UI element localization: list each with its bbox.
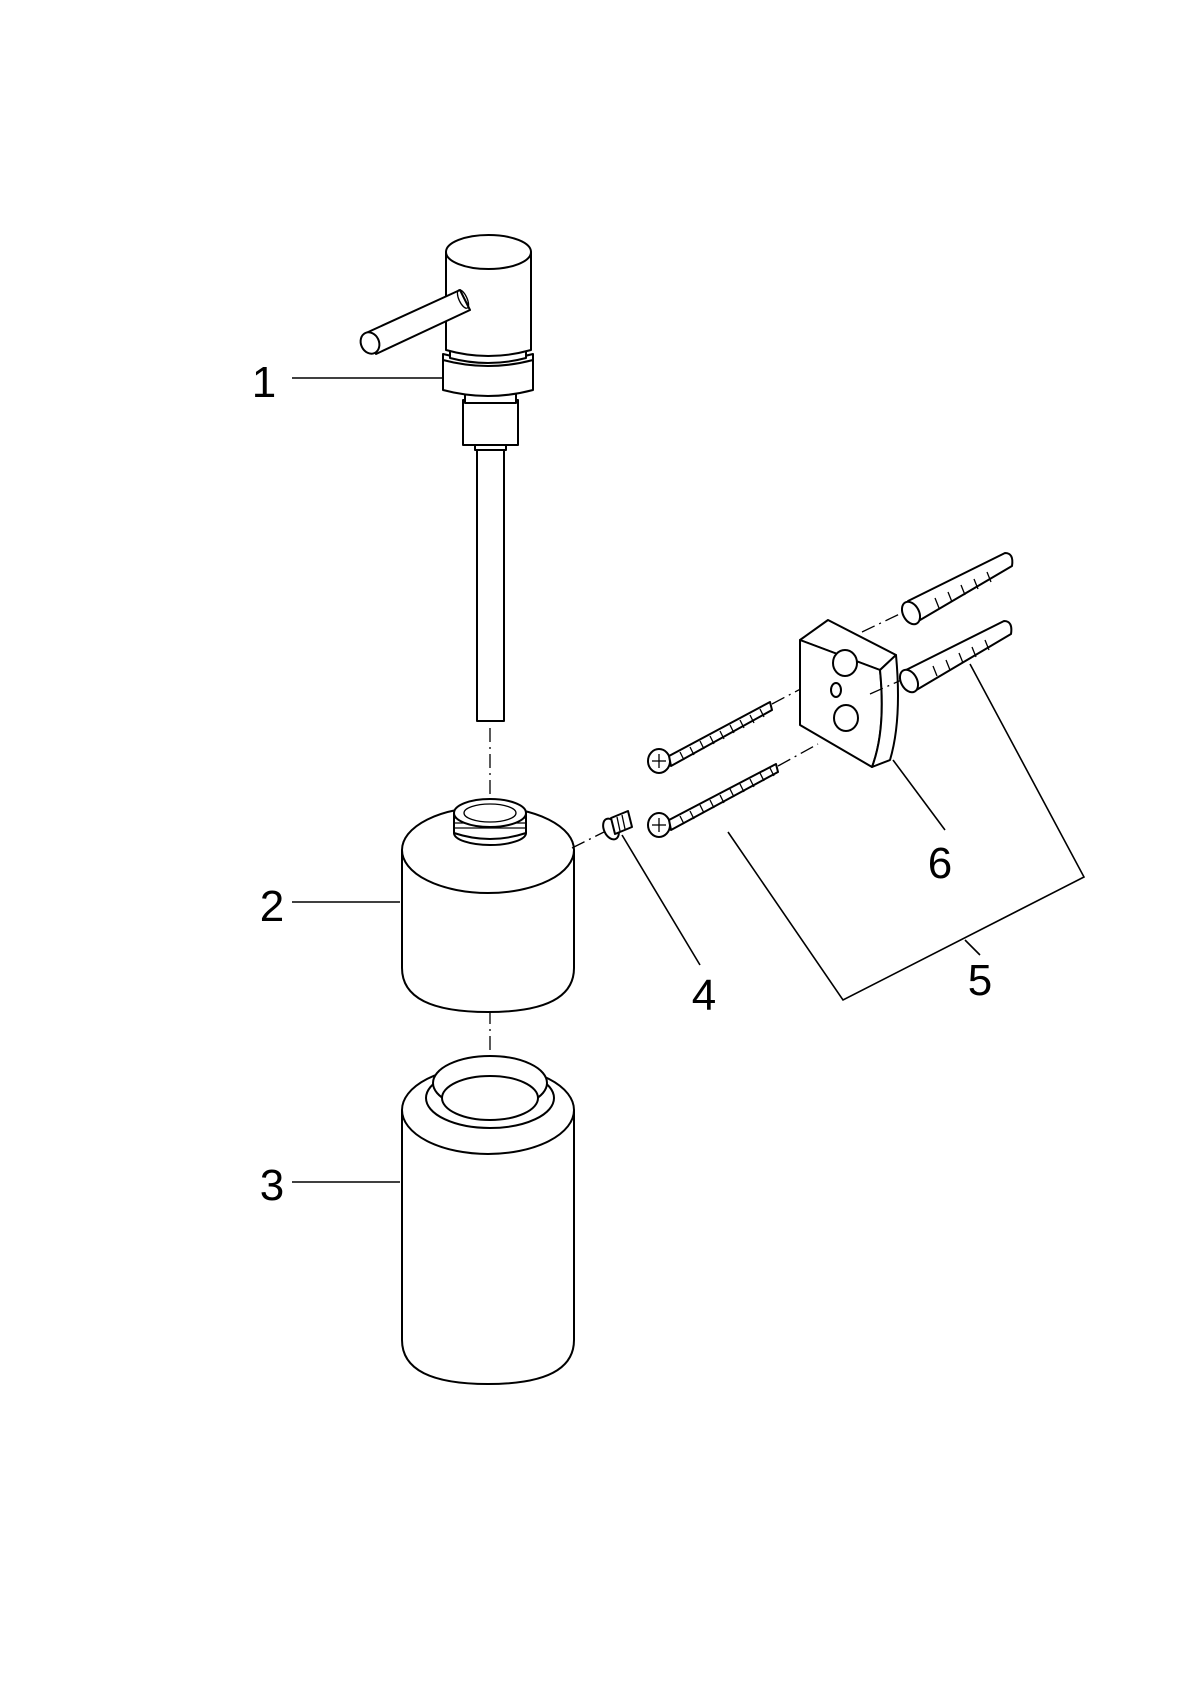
pump-head-part [359,234,534,722]
callout-4: 4 [692,971,716,1020]
container-part [401,1055,575,1385]
holder-ring-part [401,798,575,1013]
callout-5: 5 [968,956,992,1005]
wall-plug-lower [869,620,1013,695]
long-screw-lower [647,743,819,838]
callout-6: 6 [928,839,952,888]
callout-1: 1 [252,358,276,407]
small-screw-part [571,810,633,849]
leader-lines [292,377,1086,1183]
callout-3: 3 [260,1161,284,1210]
callout-2: 2 [260,882,284,931]
wall-bracket-part [799,619,899,768]
wall-plug-upper [861,552,1014,633]
leader-5-stem [964,939,981,956]
leader-6 [892,759,946,831]
long-screw-upper [647,683,811,774]
leader-4 [621,834,701,966]
leader-5 [727,663,1086,1002]
